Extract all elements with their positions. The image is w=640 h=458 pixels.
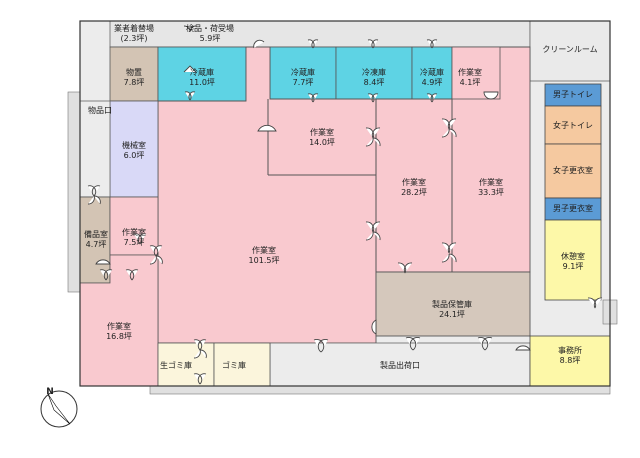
work-75-area: [109, 196, 159, 256]
room-label-raw-garbage: 生ゴミ庫: [160, 361, 192, 370]
storage-room-area: [109, 46, 159, 102]
garbage-area: [213, 342, 271, 387]
shipping-corridor: [269, 342, 531, 387]
raw-garbage-area: [157, 342, 215, 387]
top-corridor: [109, 20, 531, 48]
office-area: [529, 335, 611, 387]
womens-changing-area: [544, 143, 602, 199]
room-label-mens-toilet: 男子トイレ: [553, 90, 593, 99]
freezer-area: [335, 46, 413, 100]
work-small-area: [451, 46, 501, 100]
machine-room-area: [109, 100, 159, 198]
rest-room-area: [544, 219, 602, 301]
fridge2-area: [269, 46, 337, 100]
room-label-womens-changing: 女子更衣室: [553, 166, 593, 175]
room-label-product-exit: 製品出荷口: [380, 361, 420, 370]
fridge1-area: [157, 46, 247, 102]
product-storage-area: [375, 271, 531, 337]
compass-icon: [40, 390, 78, 428]
room-label-womens-toilet: 女子トイレ: [553, 121, 593, 130]
room-label-goods-entrance: 物品口: [88, 106, 112, 115]
door-icon: [87, 25, 603, 385]
clean-room-area: [529, 20, 611, 82]
equipment-room-area: [79, 196, 111, 284]
room-label-garbage: ゴミ庫: [222, 361, 246, 370]
room-label-mens-changing: 男子更衣室: [553, 204, 593, 213]
left-corridor: [79, 100, 111, 198]
womens-toilet-area: [544, 105, 602, 145]
room-label-delivery-changing: 業者着替場(2.3坪): [114, 24, 154, 43]
compass-label: N: [46, 387, 54, 397]
room-label-clean-room: クリーンルーム: [542, 45, 598, 54]
